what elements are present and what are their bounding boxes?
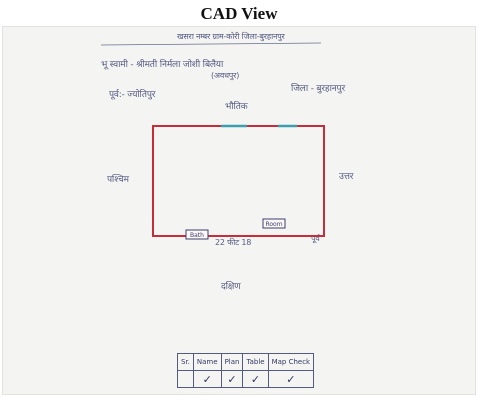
view-title: CAD View (200, 4, 278, 23)
table-header-cell: Sr. (177, 353, 194, 371)
table-tick-cell: ✓ (220, 370, 244, 388)
document-line-4: पूर्व:- ज्योतिपुर (109, 90, 156, 100)
label-south-corner: पूर्व (311, 234, 320, 243)
document-line-6: जिला - बुरहानपुर (291, 84, 345, 94)
underline (100, 42, 322, 46)
document-line-2: भू स्वामी - श्रीमती निर्मला जोशी बिलैया (101, 60, 224, 70)
plot-outline (152, 125, 325, 237)
table-tick-cell: ✓ (192, 370, 222, 388)
plan-label-2: Room (265, 221, 282, 228)
label-south: दक्षिण (221, 282, 241, 292)
table-header-cell: Table (242, 353, 269, 371)
label-dimension: 22 फीट 18 (215, 238, 252, 247)
plot-drawing: Bath Room (100, 42, 325, 240)
plan-box-2 (262, 218, 286, 229)
label-west: पश्चिम (107, 175, 129, 185)
scanned-document: खसरा नम्बर ग्राम-कोरी जिला-बुरहानपुर भू … (2, 26, 476, 395)
plan-box-1 (185, 229, 209, 240)
table-tick-cell (177, 370, 194, 388)
document-line-1: खसरा नम्बर ग्राम-कोरी जिला-बुरहानपुर (177, 32, 285, 41)
table-header-cell: Plan (220, 353, 244, 371)
table-tick-cell: ✓ (267, 370, 315, 388)
table-tick-cell: ✓ (242, 370, 269, 388)
checklist-table: Sr. Name Plan Table Map Check ✓ ✓ ✓ ✓ (177, 353, 315, 388)
label-east: उत्तर (339, 172, 354, 182)
plan-label-1: Bath (190, 232, 204, 239)
document-line-5: भौतिक (225, 102, 248, 112)
document-line-3: (अवधपुर) (211, 71, 240, 80)
table-header-cell: Name (192, 353, 222, 371)
table-header-cell: Map Check (267, 353, 315, 371)
